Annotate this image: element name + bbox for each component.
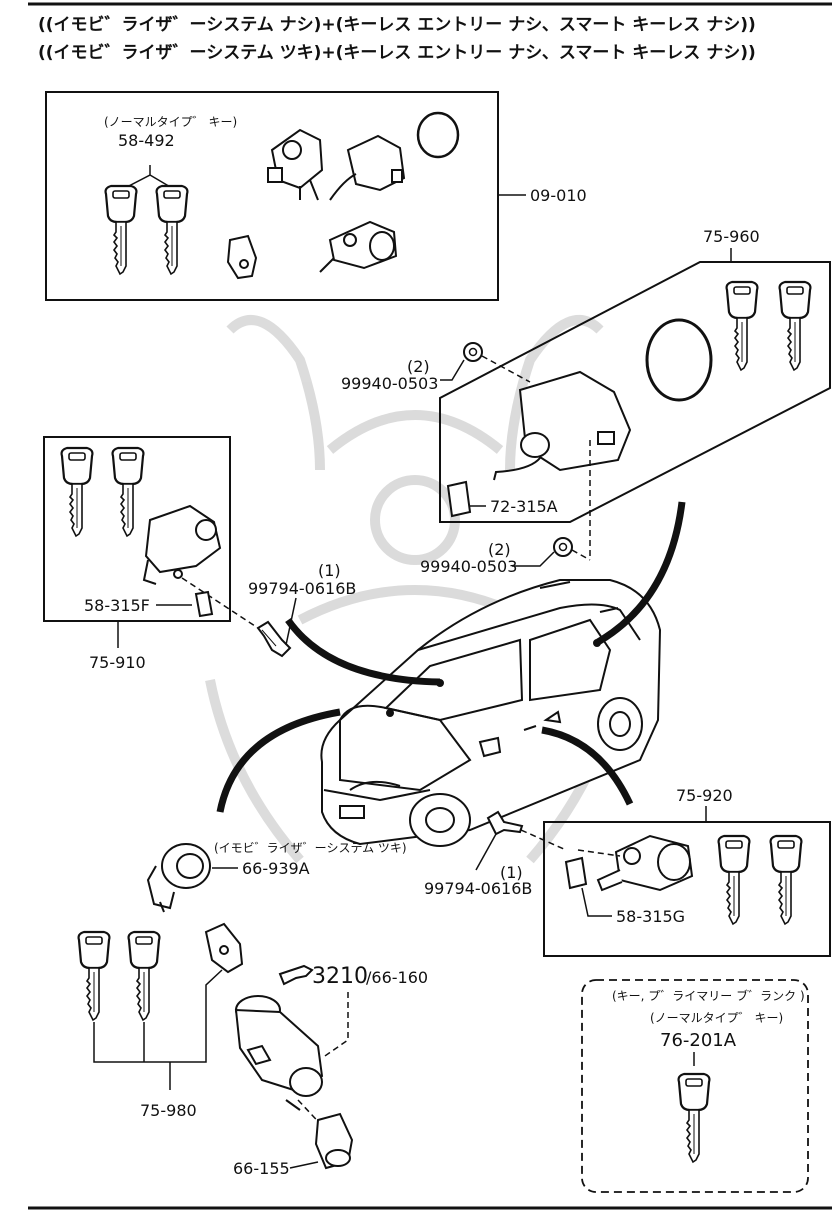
key-icon	[60, 446, 94, 538]
ref-3210: 3210	[312, 964, 368, 989]
header-line-1: ((イモビ゛ライザ゛ーシステム ナシ)+(キーレス エントリー ナシ、スマート …	[38, 14, 756, 35]
lock-cylinder-icon	[319, 220, 398, 273]
gasket-ring-icon	[645, 318, 713, 402]
assembly-box-75-920: 75-920 58-315G	[543, 786, 831, 957]
immobilizer-coil-icon	[146, 843, 211, 913]
qty-2-a: (2)	[407, 357, 430, 376]
pointing-hand-icon	[278, 964, 314, 986]
key-icon	[155, 184, 189, 276]
part-58-315F: 58-315F	[84, 596, 150, 615]
key-icon	[77, 930, 111, 1022]
nut-icon	[553, 537, 573, 557]
ignition-cylinder-icon	[314, 1112, 354, 1170]
part-99940-0503-b: 99940-0503	[420, 557, 517, 576]
clip-icon	[194, 590, 214, 618]
part-76-201A: 76-201A	[660, 1030, 737, 1051]
key-icon	[778, 280, 812, 372]
key-icon	[725, 280, 759, 372]
part-66-939A: 66-939A	[242, 859, 310, 878]
assembly-box-09-010: (ノーマルタイプ゛ キー) 58-492 09-010	[45, 91, 587, 301]
ref-66-160: /66-160	[366, 968, 428, 987]
gasket-ring-icon	[416, 111, 460, 159]
part-58-492: 58-492	[118, 131, 175, 150]
assembly-box-75-910: 58-315F 75-910	[43, 436, 259, 672]
door-lock-bracket-icon	[329, 134, 406, 201]
steering-lock-assembly-icon	[234, 995, 324, 1111]
qty-1-b: (1)	[500, 863, 523, 882]
part-75-980: 75-980	[140, 1101, 197, 1120]
key-icon	[717, 834, 751, 926]
part-99940-0503-a: 99940-0503	[341, 374, 438, 393]
normal-type-key-note-2: (ノーマルタイプ゛ キー)	[650, 1011, 783, 1025]
key-icon	[104, 184, 138, 276]
blank-key-title: (キー, プ゛ライマリー ブ゛ランク )	[612, 988, 805, 1003]
part-75-960: 75-960	[703, 227, 760, 246]
immobilizer-note: (イモビ゛ライザ゛ーシステム ツキ)	[214, 841, 407, 855]
key-icon	[111, 446, 145, 538]
bolt-icon	[486, 810, 524, 836]
qty-1-a: (1)	[318, 561, 341, 580]
transponder-icon	[226, 234, 258, 280]
key-icon	[127, 930, 161, 1022]
header-line-2: ((イモビ゛ライザ゛ーシステム ツキ)+(キーレス エントリー ナシ、スマート …	[38, 42, 756, 63]
part-75-910: 75-910	[89, 653, 146, 672]
bracket-lines-75-980	[93, 969, 223, 1090]
normal-type-key-note: (ノーマルタイプ゛ キー)	[104, 115, 237, 129]
qty-2-b: (2)	[488, 540, 511, 559]
transponder-icon	[204, 922, 244, 974]
part-66-155: 66-155	[233, 1159, 290, 1178]
part-58-315G: 58-315G	[616, 907, 685, 926]
steering-lock-icon	[267, 128, 324, 201]
lock-cylinder-icon	[596, 834, 694, 892]
bolt-icon	[256, 620, 292, 658]
clip-icon	[564, 856, 588, 890]
door-lock-bracket-icon	[142, 504, 222, 585]
door-lock-bracket-icon	[493, 370, 632, 481]
blank-key-box: (キー, プ゛ライマリー ブ゛ランク ) (ノーマルタイプ゛ キー) 76-20…	[581, 979, 809, 1193]
part-99794-0616B-b: 99794-0616B	[424, 879, 532, 898]
clip-icon	[446, 480, 472, 518]
part-09-010: 09-010	[530, 186, 587, 205]
watermark-emblem	[205, 315, 625, 864]
vehicle-illustration	[320, 579, 662, 847]
part-99794-0616B-a: 99794-0616B	[248, 579, 356, 598]
nut-icon	[463, 342, 483, 362]
key-icon	[769, 834, 803, 926]
assembly-box-75-960: 75-960 72-315A	[439, 227, 831, 523]
part-72-315A: 72-315A	[490, 497, 558, 516]
callout-arcs	[216, 501, 686, 813]
part-75-920: 75-920	[676, 786, 733, 805]
key-icon	[677, 1072, 711, 1164]
